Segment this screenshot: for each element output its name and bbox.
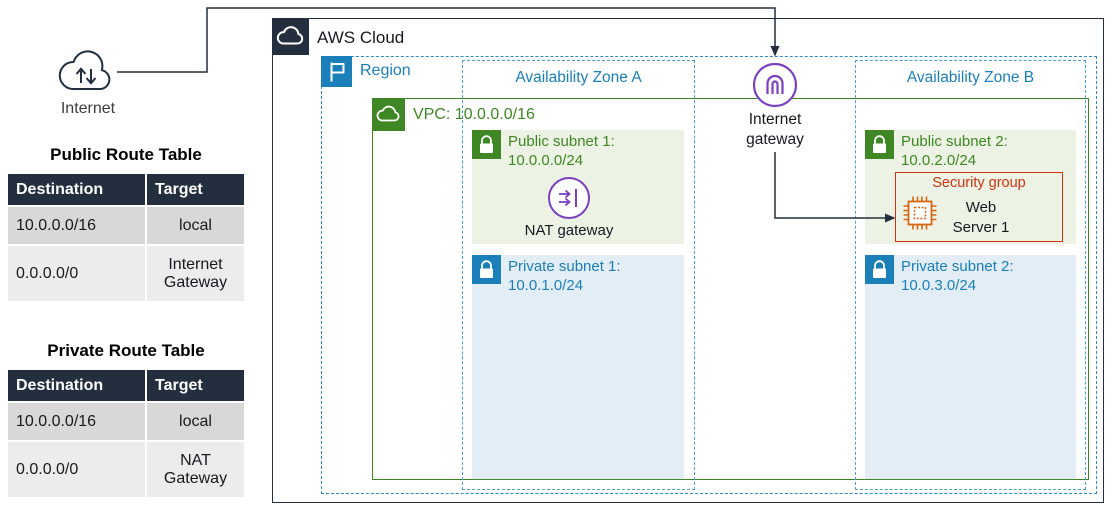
public-subnet-2 (865, 130, 1076, 244)
subnet-name: Public subnet 1: (508, 133, 615, 150)
public-route-table-title: Public Route Table (50, 145, 202, 164)
internet-gateway-label: Internet gateway (746, 111, 804, 149)
nat-gateway-label: NAT gateway (524, 222, 614, 239)
availability-zone-b-container (855, 60, 1086, 490)
column-header-destination: Destination (8, 370, 145, 401)
nat-gateway-icon (547, 176, 591, 225)
table-cell: 10.0.0.0/16 (8, 403, 145, 440)
internet-cloud-icon (54, 44, 118, 105)
table-cell: Internet Gateway (147, 246, 244, 301)
table-cell: local (147, 207, 244, 244)
column-header-target: Target (147, 174, 244, 205)
vpc-icon (372, 98, 405, 131)
region-label: Region (360, 62, 411, 79)
private-subnet-lock-icon (865, 255, 894, 284)
public-subnet-lock-icon (865, 130, 894, 159)
subnet-name: Private subnet 2: (901, 258, 1014, 275)
private-subnet-1 (472, 255, 684, 479)
public-subnet-1-label: Public subnet 1: 10.0.0.0/24 (508, 132, 615, 170)
vpc-label: VPC: 10.0.0.0/16 (413, 106, 535, 123)
private-subnet-2-label: Private subnet 2: 10.0.3.0/24 (901, 257, 1014, 295)
subnet-cidr: 10.0.2.0/24 (901, 152, 977, 170)
column-header-destination: Destination (8, 174, 145, 205)
subnet-name: Public subnet 2: (901, 133, 1008, 150)
availability-zone-a-title: Availability Zone A (515, 69, 642, 86)
web-server-label: Web Server 1 (952, 199, 1010, 236)
subnet-cidr: 10.0.0.0/24 (508, 152, 584, 170)
private-route-table-title: Private Route Table (47, 341, 205, 360)
private-subnet-lock-icon (472, 255, 501, 284)
private-route-table: Destination Target 10.0.0.0/16 local 0.0… (8, 370, 244, 497)
public-route-table: Destination Target 10.0.0.0/16 local 0.0… (8, 174, 244, 301)
vpc-container (372, 98, 1089, 480)
aws-cloud-label: AWS Cloud (317, 28, 405, 47)
subnet-cidr: 10.0.3.0/24 (901, 277, 977, 295)
security-group-container (895, 172, 1063, 242)
aws-cloud-icon (272, 18, 309, 55)
web-server-instance-icon (901, 194, 939, 237)
table-cell: local (147, 403, 244, 440)
internet-label: Internet (60, 100, 116, 117)
availability-zone-b-title: Availability Zone B (906, 69, 1035, 86)
public-subnet-lock-icon (472, 130, 501, 159)
subnet-cidr: 10.0.1.0/24 (508, 277, 584, 295)
table-cell: 10.0.0.0/16 (8, 207, 145, 244)
column-header-target: Target (147, 370, 244, 401)
table-cell: 0.0.0.0/0 (8, 442, 145, 497)
security-group-label: Security group (932, 175, 1026, 191)
internet-gateway-icon (751, 61, 799, 114)
public-subnet-2-label: Public subnet 2: 10.0.2.0/24 (901, 132, 1008, 170)
private-subnet-2 (865, 255, 1076, 479)
region-flag-icon (321, 56, 352, 87)
table-cell: 0.0.0.0/0 (8, 246, 145, 301)
table-cell: NAT Gateway (147, 442, 244, 497)
subnet-name: Private subnet 1: (508, 258, 621, 275)
private-subnet-1-label: Private subnet 1: 10.0.1.0/24 (508, 257, 621, 295)
